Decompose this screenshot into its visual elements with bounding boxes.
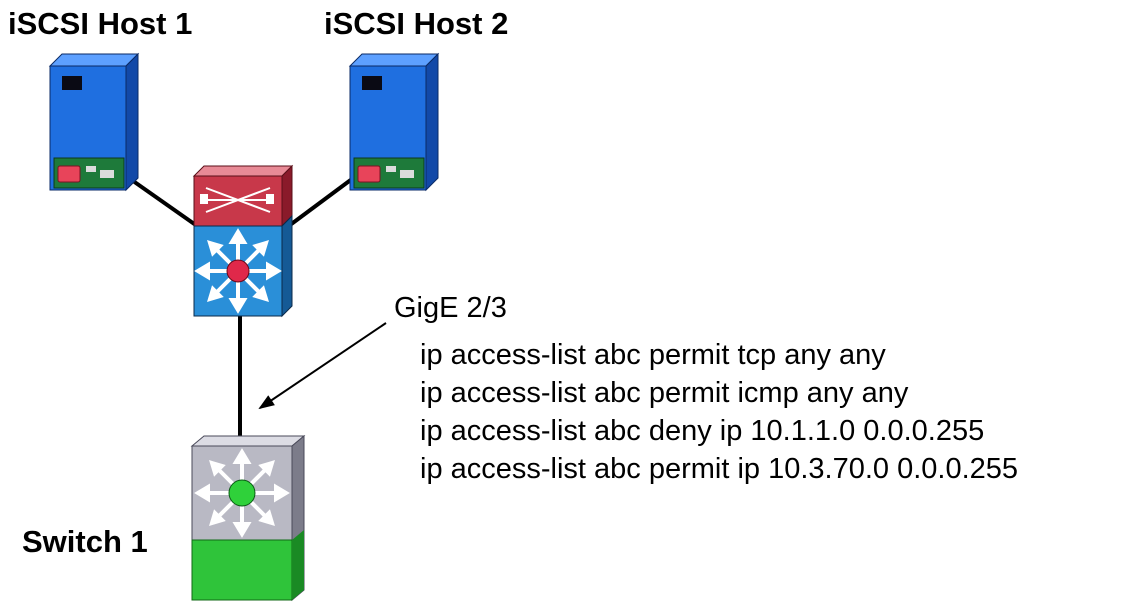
acl-line: ip access-list abc permit tcp any any [420, 339, 886, 371]
server-icon [48, 52, 140, 192]
acl-config: ip access-list abc permit tcp any any ip… [420, 336, 1018, 488]
host-1-label: iSCSI Host 1 [8, 6, 193, 41]
acl-line: ip access-list abc deny ip 10.1.1.0 0.0.… [420, 415, 985, 447]
switch-icon [190, 434, 306, 602]
acl-line: ip access-list abc permit ip 10.3.70.0 0… [420, 453, 1019, 485]
server-icon [348, 52, 440, 192]
host-2-label: iSCSI Host 2 [324, 6, 509, 41]
port-label: GigE 2/3 [394, 292, 507, 324]
port-pointer-arrow [258, 322, 387, 410]
link-host2-router [284, 174, 358, 230]
router-icon [192, 164, 294, 228]
acl-line: ip access-list abc permit icmp any any [420, 377, 909, 409]
link-host1-router [124, 174, 202, 230]
multilayer-switch-icon [193, 214, 293, 318]
switch-1-label: Switch 1 [22, 524, 148, 559]
